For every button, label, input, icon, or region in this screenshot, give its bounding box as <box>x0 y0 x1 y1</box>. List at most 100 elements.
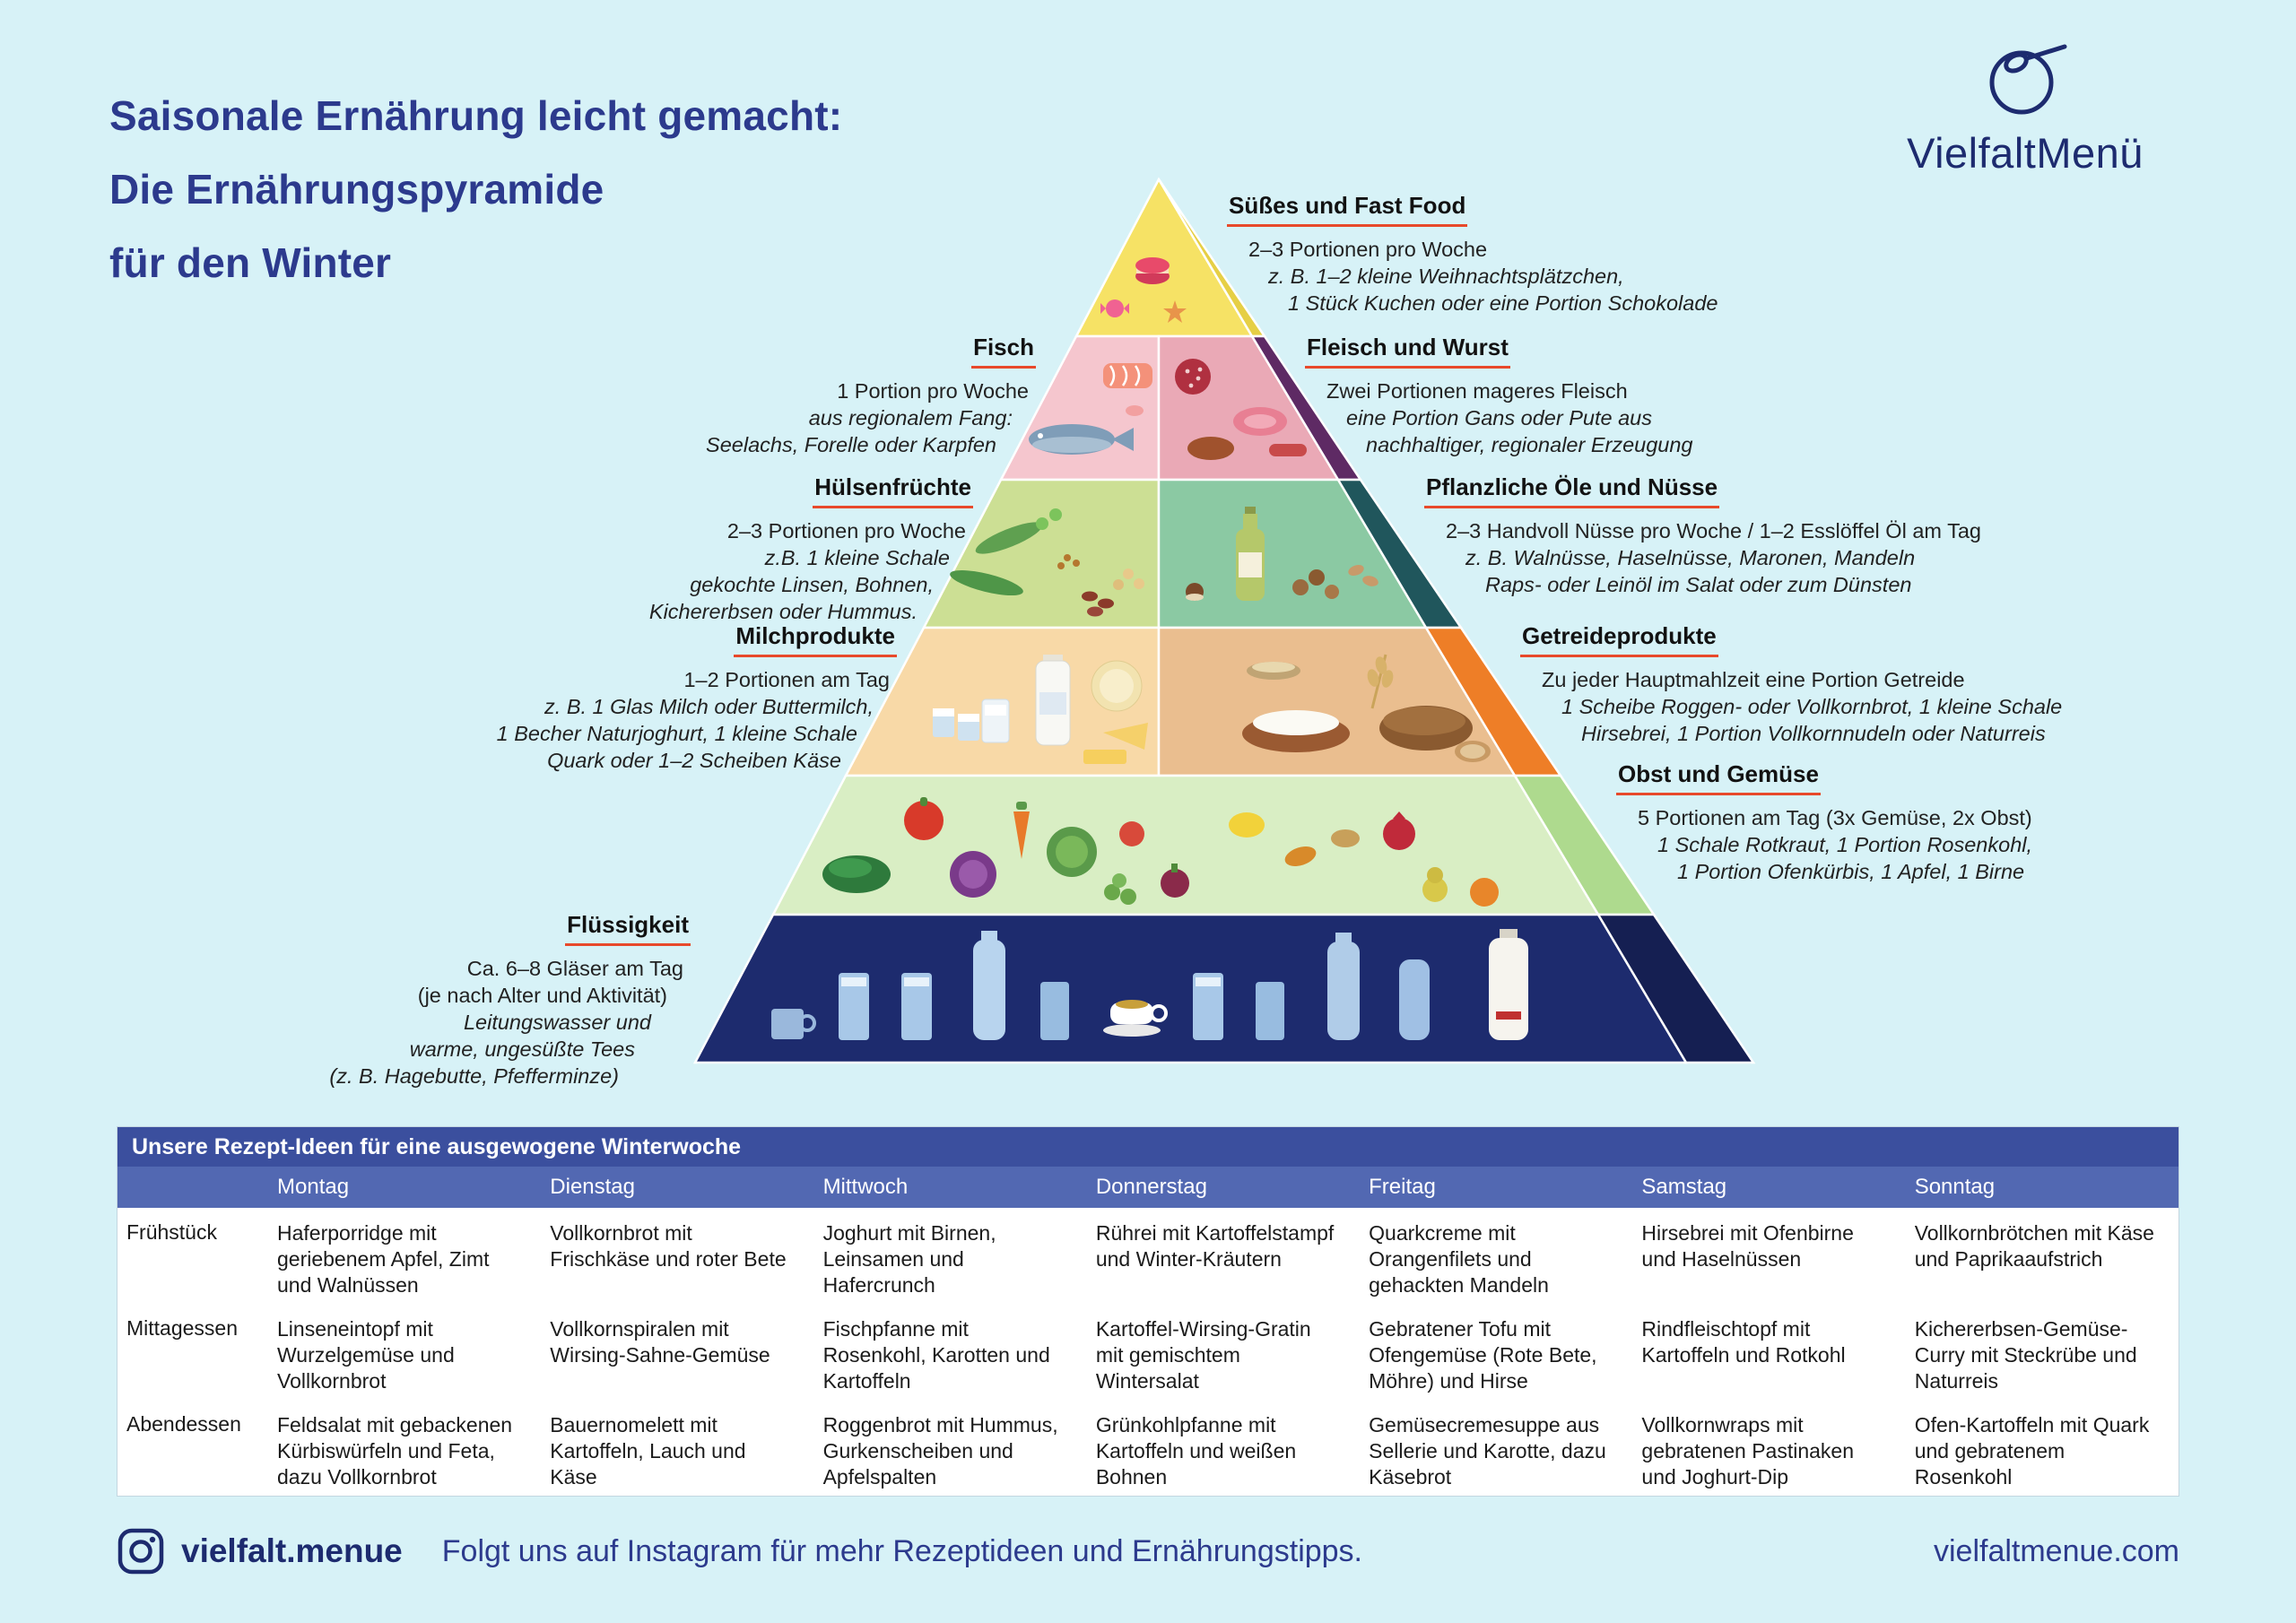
legumes-illustrations <box>950 508 1144 617</box>
pyramid-label-line: 1 Stück Kuchen oder eine Portion Schokol… <box>1288 291 1718 315</box>
pyramid-label-line: Kichererbsen oder Hummus. <box>648 600 918 623</box>
recipe-cell: Gemüsecremesuppe aus Sellerie und Karott… <box>1369 1413 1606 1488</box>
pyramid-label-line: Ca. 6–8 Gläser am Tag <box>466 957 683 980</box>
pyramid-label-line: Raps- oder Leinöl im Salat oder zum Düns… <box>1485 573 1912 596</box>
pyramid-label-oele-nuesse: Pflanzliche Öle und Nüsse 2–3 Handvoll N… <box>1424 473 1981 598</box>
sweets-illustrations <box>1100 257 1187 323</box>
table-row-mittagessen: Mittagessen Linseneintopf mit Wurzelgemü… <box>117 1304 2179 1400</box>
pyramid-label-line: Zwei Portionen mageres Fleisch <box>1326 379 1628 403</box>
instagram-icon <box>117 1528 164 1575</box>
recipe-cell: Ofen-Kartoffeln mit Quark und gebratenem… <box>1914 1413 2150 1488</box>
pyramid-label-suesses-heading: Süßes und Fast Food <box>1227 192 1468 227</box>
recipe-cell: Kichererbsen-Gemüse-Curry mit Steckrübe … <box>1914 1317 2137 1393</box>
day-header: Samstag <box>1641 1175 1727 1199</box>
pyramid-label-fisch-heading: Fisch <box>971 334 1036 369</box>
day-header: Donnerstag <box>1095 1175 1207 1199</box>
pyramid-label-line: 1 Portion pro Woche <box>837 379 1029 403</box>
pyramid-label-line: 1 Becher Naturjoghurt, 1 kleine Schale <box>496 722 857 745</box>
page-title: Saisonale Ernährung leicht gemacht: Die … <box>109 79 842 299</box>
dairy-illustrations <box>933 655 1148 764</box>
pyramid-label-line: 1 Schale Rotkraut, 1 Portion Rosenkohl, <box>1657 833 2033 856</box>
recipe-cell: Rindfleischtopf mit Kartoffeln und Rotko… <box>1641 1317 1846 1367</box>
pyramid-label-line: z. B. 1–2 kleine Weihnachtsplätzchen, <box>1268 265 1624 288</box>
pyramid-label-line: 1 Portion Ofenkürbis, 1 Apfel, 1 Birne <box>1677 860 2025 883</box>
instagram-handle: vielfalt.menue <box>181 1532 403 1569</box>
recipe-table-title: Unsere Rezept-Ideen für eine ausgewogene… <box>117 1127 2179 1167</box>
recipe-cell: Vollkornbrot mit Frischkäse und roter Be… <box>550 1221 787 1271</box>
pyramid-label-getreideprodukte-heading: Getreideprodukte <box>1520 622 1718 657</box>
recipe-cell: Haferporridge mit geriebenem Apfel, Zimt… <box>277 1221 490 1297</box>
recipe-cell: Quarkcreme mit Orangenfilets und gehackt… <box>1369 1221 1549 1297</box>
pyramid-label-obst-gemuese-heading: Obst und Gemüse <box>1616 760 1821 795</box>
pyramid-label-line: Zu jeder Hauptmahlzeit eine Portion Getr… <box>1542 668 1965 691</box>
day-header: Mittwoch <box>822 1175 909 1199</box>
pyramid-label-milchprodukte: Milchprodukte 1–2 Portionen am Tag z. B.… <box>497 622 897 774</box>
pyramid-label-huelsenfruechte-heading: Hülsenfrüchte <box>813 473 973 508</box>
pyramid-label-fleisch-heading: Fleisch und Wurst <box>1305 334 1510 369</box>
table-row-fruehstueck: Frühstück Haferporridge mit geriebenem A… <box>117 1208 2179 1304</box>
recipe-cell: Fischpfanne mit Rosenkohl, Karotten und … <box>822 1317 1050 1393</box>
recipe-cell: Vollkornwraps mit gebratenen Pastinaken … <box>1641 1413 1854 1488</box>
recipe-cell: Linseneintopf mit Wurzelgemüse und Vollk… <box>277 1317 455 1393</box>
brand-name: VielfaltMenü <box>1907 129 2144 177</box>
page-title-line: Die Ernährungspyramide <box>109 166 604 213</box>
pyramid-label-line: Quark oder 1–2 Scheiben Käse <box>547 749 841 772</box>
pyramid-label-line: Leitungswasser und <box>463 1011 651 1034</box>
recipe-table: Unsere Rezept-Ideen für eine ausgewogene… <box>117 1126 2179 1497</box>
meal-row-label: Abendessen <box>126 1412 241 1436</box>
page-title-line: für den Winter <box>109 239 392 286</box>
pyramid-label-line: z. B. Walnüsse, Haselnüsse, Maronen, Man… <box>1465 546 1916 569</box>
pyramid-label-line: 2–3 Handvoll Nüsse pro Woche / 1–2 Esslö… <box>1446 519 1981 542</box>
recipe-cell: Roggenbrot mit Hummus, Gurkenscheiben un… <box>822 1413 1058 1488</box>
recipe-cell: Bauernomelett mit Kartoffeln, Lauch und … <box>550 1413 746 1488</box>
pyramid-label-fluessigkeit: Flüssigkeit Ca. 6–8 Gläser am Tag (je na… <box>329 911 691 1089</box>
fish-illustrations <box>1029 363 1152 455</box>
meal-row-label: Mittagessen <box>126 1316 239 1340</box>
pyramid-label-oele-nuesse-heading: Pflanzliche Öle und Nüsse <box>1424 473 1720 508</box>
pyramid-label-fluessigkeit-heading: Flüssigkeit <box>565 911 691 946</box>
pyramid-label-line: Hirsebrei, 1 Portion Vollkornnudeln oder… <box>1581 722 2046 745</box>
table-row-abendessen: Abendessen Feldsalat mit gebackenen Kürb… <box>117 1400 2179 1496</box>
pyramid-level-sweets <box>1074 177 1255 338</box>
pyramid-label-fisch: Fisch 1 Portion pro Woche aus regionalem… <box>706 334 1036 458</box>
pyramid-label-obst-gemuese: Obst und Gemüse 5 Portionen am Tag (3x G… <box>1616 760 2032 885</box>
pyramid-label-suesses: Süßes und Fast Food 2–3 Portionen pro Wo… <box>1227 192 1718 317</box>
day-header: Sonntag <box>1914 1175 1996 1199</box>
pyramid-label-line: warme, ungesüßte Tees <box>409 1037 635 1061</box>
pyramid-label-milchprodukte-heading: Milchprodukte <box>734 622 897 657</box>
pyramid-label-huelsenfruechte: Hülsenfrüchte 2–3 Portionen pro Woche z.… <box>649 473 973 625</box>
recipe-cell: Gebratener Tofu mit Ofengemüse (Rote Bet… <box>1369 1317 1597 1393</box>
pyramid-label-line: 1–2 Portionen am Tag <box>683 668 890 691</box>
pyramid-label-line: nachhaltiger, regionaler Erzeugung <box>1366 433 1693 456</box>
day-header: Freitag <box>1369 1175 1436 1199</box>
footer: vielfalt.menue Folgt uns auf Instagram f… <box>117 1523 2179 1580</box>
brand-logo: VielfaltMenü <box>1837 32 2213 178</box>
fruit-veg-illustrations <box>822 797 1499 907</box>
pyramid-label-line: 5 Portionen am Tag (3x Gemüse, 2x Obst) <box>1638 806 2032 829</box>
meal-row-label: Frühstück <box>126 1220 217 1244</box>
pyramid-level-liquid-side <box>1596 913 1756 1064</box>
recipe-cell: Rührei mit Kartoffelstampf und Winter-Kr… <box>1095 1221 1335 1271</box>
recipe-cell: Vollkornspiralen mit Wirsing-Sahne-Gemüs… <box>550 1317 770 1367</box>
pyramid-label-line: aus regionalem Fang: <box>808 406 1013 430</box>
recipe-cell: Vollkornbrötchen mit Käse und Paprikaauf… <box>1914 1221 2154 1271</box>
pyramid-label-line: Seelachs, Forelle oder Karpfen <box>706 433 996 456</box>
drinks-illustrations <box>771 929 1528 1040</box>
recipe-cell: Hirsebrei mit Ofenbirne und Haselnüssen <box>1641 1221 1854 1271</box>
pyramid-label-line: 2–3 Portionen pro Woche <box>726 519 966 542</box>
pyramid-label-line: 2–3 Portionen pro Woche <box>1248 238 1488 261</box>
recipe-cell: Grünkohlpfanne mit Kartoffeln und weißen… <box>1095 1413 1297 1488</box>
pyramid-label-line: gekochte Linsen, Bohnen, <box>690 573 934 596</box>
pyramid-label-getreideprodukte: Getreideprodukte Zu jeder Hauptmahlzeit … <box>1520 622 2062 747</box>
recipe-cell: Kartoffel-Wirsing-Gratin mit gemischtem … <box>1095 1317 1311 1393</box>
meat-illustrations <box>1175 359 1307 460</box>
pyramid-label-line: 1 Scheibe Roggen- oder Vollkornbrot, 1 k… <box>1561 695 2063 718</box>
oils-nuts-illustrations <box>1186 507 1378 601</box>
pyramid-label-line: eine Portion Gans oder Pute aus <box>1346 406 1652 430</box>
pyramid-label-line: (je nach Alter und Aktivität) <box>417 984 667 1007</box>
footer-cta-text: Folgt uns auf Instagram für mehr Rezepti… <box>441 1533 1363 1568</box>
website-url: vielfaltmenue.com <box>1933 1533 2179 1568</box>
recipe-cell: Feldsalat mit gebackenen Kürbiswürfeln u… <box>277 1413 513 1488</box>
